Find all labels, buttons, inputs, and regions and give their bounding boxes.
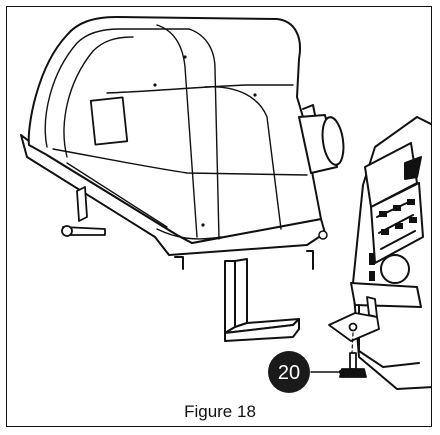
hood-label-window	[89, 96, 129, 146]
alignment-line	[351, 332, 354, 354]
assembly-illustration: 20	[20, 16, 431, 393]
mounting-tab	[328, 296, 380, 342]
thumb-screw	[339, 352, 367, 378]
housing-slots	[369, 199, 417, 281]
hood-holes	[153, 55, 257, 227]
side-latch	[61, 186, 106, 237]
corner-screw	[318, 230, 328, 240]
callout-number: 20	[278, 362, 300, 384]
callout-badge: 20	[268, 351, 310, 393]
support-bracket	[174, 250, 314, 342]
figure-caption: Figure 18	[184, 402, 256, 421]
callout-leader-dot	[338, 369, 344, 375]
machine-housing	[350, 116, 431, 390]
hose-outlet	[298, 104, 345, 174]
figure-frame: 20 Figure 18	[6, 6, 432, 427]
hood-contours	[44, 24, 308, 240]
